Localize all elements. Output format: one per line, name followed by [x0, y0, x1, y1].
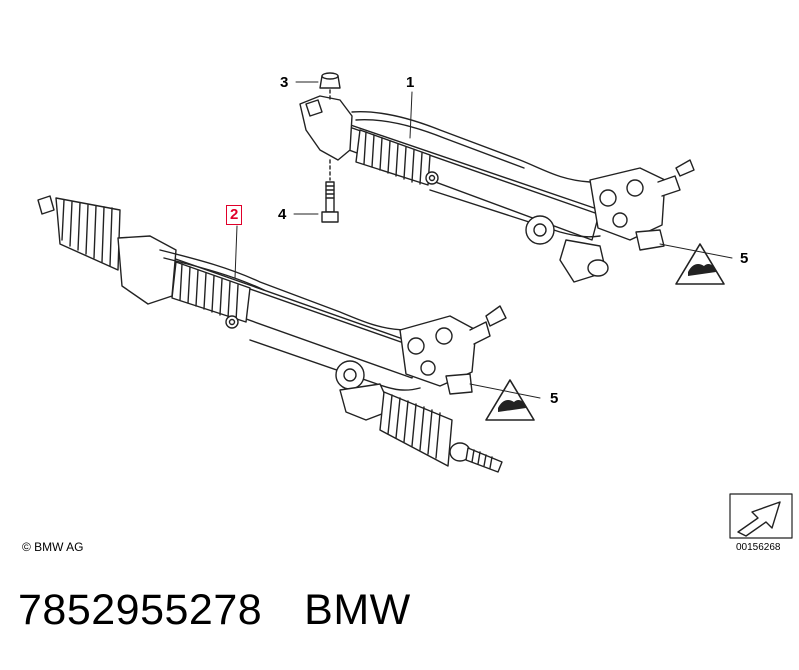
- copyright-text: © BMW AG: [22, 540, 84, 554]
- lower-rack-bellows: [171, 261, 251, 323]
- upper-rack-bellows: [355, 129, 431, 186]
- callout-5-upper: 5: [740, 250, 749, 267]
- part-number: 7852955278: [18, 586, 263, 634]
- leader-lines: [234, 81, 733, 399]
- callout-5-lower: 5: [550, 390, 559, 407]
- warning-label-lower: [485, 379, 535, 421]
- bolt: [321, 181, 339, 223]
- nut: [319, 72, 341, 89]
- diagram-reference-code: 00156268: [736, 542, 781, 553]
- steering-rack-diagram: [37, 72, 793, 539]
- callout-4: 4: [278, 206, 287, 223]
- callout-3: 3: [280, 74, 289, 91]
- left-bellows: [37, 195, 121, 271]
- lower-steering-rack: [37, 195, 507, 473]
- footer-caption: 7852955278 BMW: [18, 586, 411, 635]
- brand-name: BMW: [304, 586, 411, 634]
- orientation-arrow-icon: [729, 493, 793, 539]
- upper-steering-rack: [299, 72, 695, 283]
- right-bellows: [379, 391, 503, 473]
- callout-1: 1: [406, 74, 415, 91]
- warning-label-upper: [675, 243, 725, 285]
- callout-2: 2: [226, 205, 243, 225]
